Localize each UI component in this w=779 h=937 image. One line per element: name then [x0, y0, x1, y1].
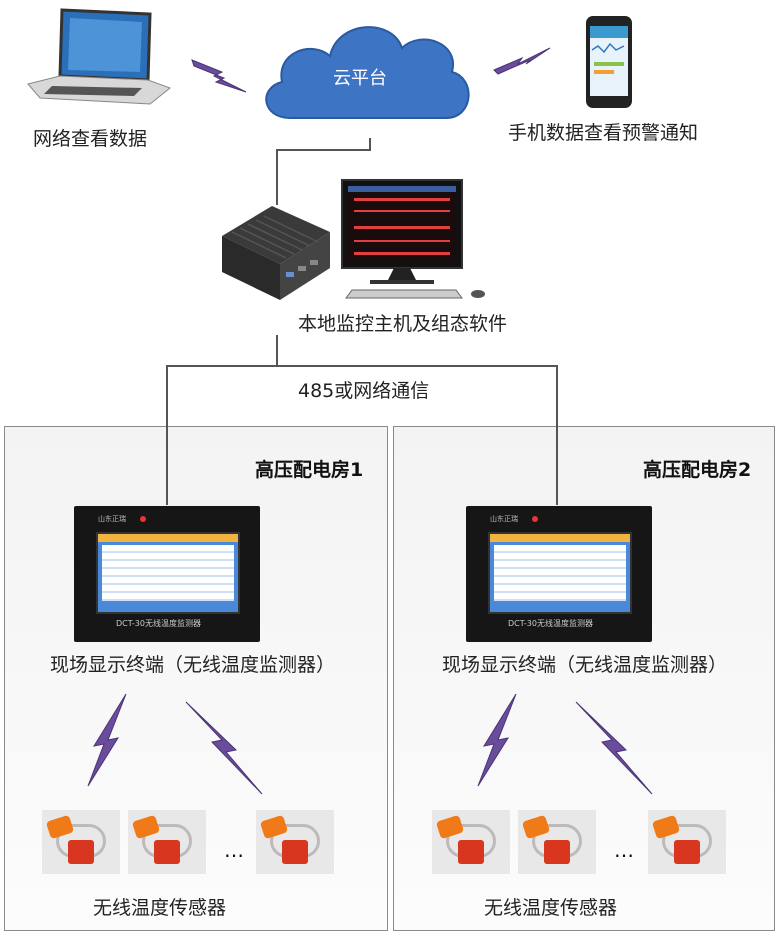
host-label: 本地监控主机及组态软件 [298, 313, 508, 335]
phone-label: 手机数据查看预警通知 [508, 122, 699, 144]
room2-terminal-icon: 山东正瑞 DCT-30无线温度监测器 [466, 506, 652, 642]
room2-ellipsis: … [614, 838, 637, 862]
room1-sensor-label: 无线温度传感器 [93, 897, 227, 919]
room1-terminal-icon: 山东正瑞 DCT-30无线温度监测器 [74, 506, 260, 642]
lightning-laptop-cloud [191, 59, 247, 93]
terminal-screen [96, 532, 240, 614]
bus-room2-line [277, 365, 558, 505]
room2-sensor-2 [518, 810, 596, 874]
room2-terminal-label: 现场显示终端（无线温度监测器） [442, 654, 728, 676]
monitor-icon [341, 179, 485, 299]
terminal-brand: 山东正瑞 [98, 515, 126, 523]
terminal-screen [488, 532, 632, 614]
terminal-caption: DCT-30无线温度监测器 [508, 619, 593, 628]
room2-title: 高压配电房2 [643, 459, 752, 481]
lightning-room2-right [575, 701, 653, 795]
cloud-label: 云平台 [333, 68, 387, 89]
phone-icon [586, 16, 632, 108]
terminal-led [532, 516, 538, 522]
link-label: 485或网络通信 [298, 380, 430, 402]
host-computer-icon [222, 206, 330, 300]
laptop-label: 网络查看数据 [33, 128, 148, 150]
cloud-host-line [276, 138, 371, 205]
terminal-caption: DCT-30无线温度监测器 [116, 619, 201, 628]
terminal-brand: 山东正瑞 [490, 515, 518, 523]
room2-sensor-label: 无线温度传感器 [484, 897, 618, 919]
lightning-cloud-phone [493, 47, 551, 75]
room1-title: 高压配电房1 [255, 459, 364, 481]
room1-ellipsis: … [224, 838, 247, 862]
room2-sensor-3 [648, 810, 726, 874]
cloud-icon [265, 26, 470, 119]
room1-sensor-1 [42, 810, 120, 874]
room1-sensor-2 [128, 810, 206, 874]
lightning-room1-right [185, 701, 263, 795]
laptop-icon [27, 8, 172, 105]
terminal-led [140, 516, 146, 522]
lightning-room2-left [477, 693, 517, 787]
room1-sensor-3 [256, 810, 334, 874]
host-bus-line [166, 335, 278, 505]
room2-sensor-1 [432, 810, 510, 874]
lightning-room1-left [87, 693, 127, 787]
room1-terminal-label: 现场显示终端（无线温度监测器） [50, 654, 336, 676]
